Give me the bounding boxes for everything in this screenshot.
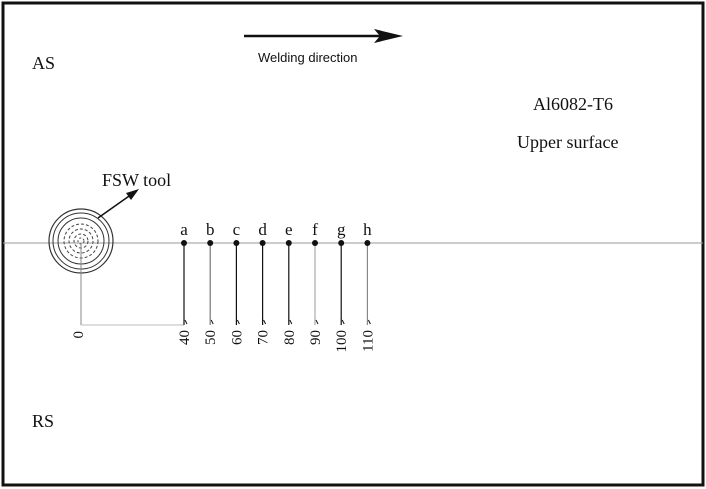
point-f-dot: [312, 240, 318, 246]
point-g-tick: [341, 319, 345, 325]
fsw-tool-pointer-arrow: [97, 189, 139, 219]
point-e-dot: [285, 240, 292, 246]
welding-direction-label: Welding direction: [258, 50, 357, 65]
surface-label: Upper surface: [517, 132, 618, 152]
origin-distance-label: 0: [71, 331, 87, 339]
point-d-label: d: [258, 220, 267, 239]
fsw-tool-label: FSW tool: [102, 170, 171, 190]
point-c-label: c: [233, 220, 241, 239]
point-d-distance-label: 70: [256, 330, 272, 345]
point-d-dot: [259, 240, 266, 246]
point-f-tick: [315, 319, 319, 325]
point-b-distance-label: 50: [203, 330, 219, 345]
point-b-label: b: [206, 220, 215, 239]
material-label: Al6082-T6: [533, 94, 613, 114]
point-b-tick: [210, 319, 214, 325]
point-c-dot: [233, 240, 240, 246]
point-c-tick: [236, 319, 240, 325]
welding-direction-arrow: [244, 29, 403, 43]
point-a-tick: [184, 319, 188, 325]
point-g-dot: [338, 240, 345, 246]
measurement-points: a 40 b 50 c 60 d 70 e 80 f 90 g 100 h 110: [177, 220, 376, 353]
point-h-tick: [367, 319, 371, 325]
point-f-label: f: [312, 220, 318, 239]
point-a-distance-label: 40: [177, 330, 193, 345]
point-c-distance-label: 60: [229, 330, 245, 345]
point-a-label: a: [180, 220, 188, 239]
retreating-side-label: RS: [32, 411, 54, 431]
point-d-tick: [263, 319, 267, 325]
point-e-tick: [289, 319, 293, 325]
advancing-side-label: AS: [32, 53, 55, 73]
point-h-dot: [364, 240, 371, 246]
point-h-label: h: [363, 220, 372, 239]
point-e-label: e: [285, 220, 293, 239]
point-e-distance-label: 80: [282, 330, 298, 345]
point-h-distance-label: 110: [360, 330, 376, 352]
point-f-distance-label: 90: [308, 330, 324, 345]
point-a-dot: [181, 240, 187, 246]
point-g-distance-label: 100: [334, 330, 350, 353]
point-g-label: g: [337, 220, 346, 239]
point-b-dot: [207, 240, 214, 246]
